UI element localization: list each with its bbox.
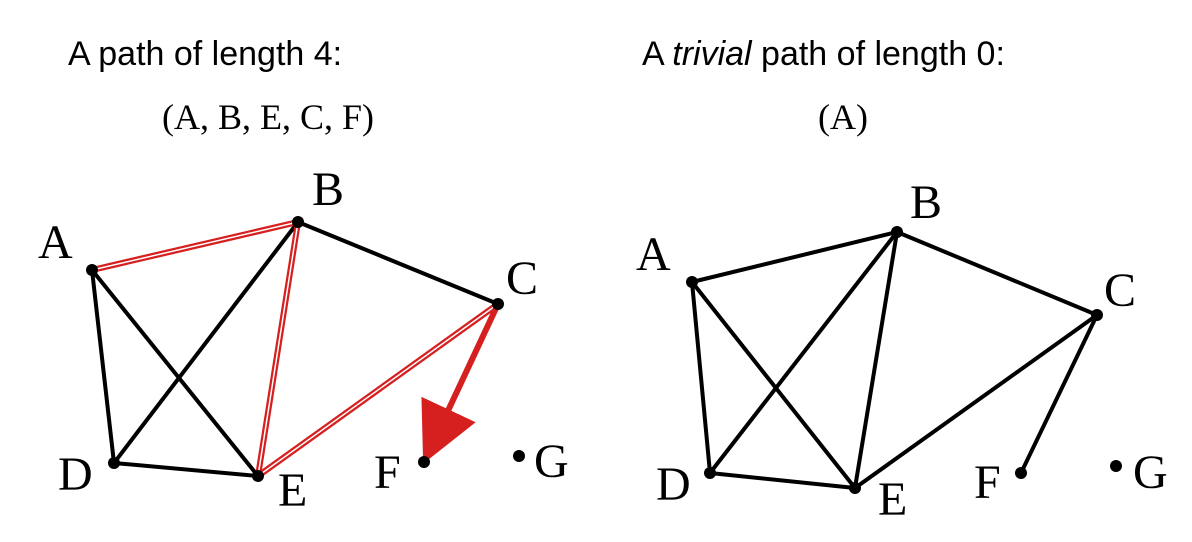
left-path-inner-BE	[257, 221, 299, 477]
right-edge-CE	[853, 313, 1099, 490]
left-node-D	[108, 457, 120, 469]
right-edge-CF	[1019, 313, 1099, 475]
right-path-sequence: (A)	[818, 97, 868, 137]
left-node-C	[492, 298, 504, 310]
left-path-inner-AB	[91, 221, 299, 271]
right-edge-BC	[895, 230, 1099, 317]
right-node-G	[1110, 460, 1122, 472]
left-path-segment-CF	[421, 301, 501, 464]
left-edge-AE	[90, 268, 260, 478]
right-node-label-E: E	[878, 473, 907, 526]
left-title: A path of length 4:	[68, 35, 342, 73]
right-node-label-C: C	[1104, 264, 1136, 317]
left-edge-DE	[112, 461, 260, 478]
left-edge-BD	[112, 220, 300, 465]
right-node-C	[1091, 309, 1103, 321]
right-node-B	[891, 226, 903, 238]
right-edge-AD	[690, 280, 712, 475]
right-node-label-F: F	[974, 456, 1001, 509]
right-node-label-B: B	[910, 176, 942, 229]
left-node-G	[513, 450, 525, 462]
left-path-sequence: (A, B, E, C, F)	[162, 97, 374, 137]
right-node-F	[1015, 467, 1027, 479]
left-node-F	[418, 456, 430, 468]
left-panel: A path of length 4: (A, B, E, C, F) A B C D…	[38, 35, 569, 517]
right-edge-DE	[708, 471, 857, 490]
left-node-B	[292, 216, 304, 228]
left-node-label-A: A	[38, 216, 73, 269]
right-title-emphasis: trivial	[672, 35, 753, 73]
right-edge-BE	[853, 230, 899, 490]
right-node-labels: A B C D E F G	[636, 176, 1168, 526]
right-nodes	[686, 226, 1122, 494]
right-node-E	[849, 482, 861, 494]
right-node-A	[686, 276, 698, 288]
left-edge-AD	[90, 268, 116, 465]
right-title: A trivial path of length 0:	[642, 35, 1005, 73]
left-node-label-G: G	[534, 435, 569, 488]
right-node-label-D: D	[656, 458, 691, 511]
left-highlighted-path	[89, 219, 501, 479]
left-node-labels: A B C D E F G	[38, 163, 569, 517]
left-node-label-F: F	[374, 446, 401, 499]
right-edges	[690, 230, 1099, 490]
right-node-label-G: G	[1133, 446, 1168, 499]
left-node-label-C: C	[506, 252, 538, 305]
left-node-E	[252, 470, 264, 482]
left-edge-BC	[296, 220, 500, 306]
right-edge-BD	[708, 230, 899, 475]
right-node-D	[704, 467, 716, 479]
left-node-label-E: E	[278, 464, 307, 517]
right-panel: A trivial path of length 0: (A) A B C D E F G	[636, 35, 1168, 526]
left-node-label-D: D	[58, 448, 93, 501]
right-edge-AE	[690, 280, 857, 490]
left-path-inner-EC	[257, 303, 499, 477]
left-nodes	[86, 216, 525, 482]
right-title-suffix: path of length 0:	[752, 35, 1005, 73]
right-title-prefix: A	[642, 35, 672, 73]
left-node-label-B: B	[312, 163, 344, 216]
left-node-A	[86, 264, 98, 276]
right-node-label-A: A	[636, 228, 671, 281]
right-edge-AB	[690, 230, 899, 284]
